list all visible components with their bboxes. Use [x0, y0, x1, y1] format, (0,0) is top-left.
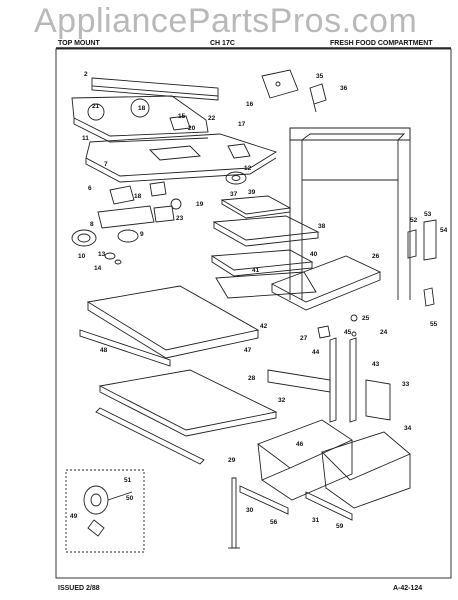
callout-43: 43 — [372, 361, 380, 368]
spring-rod-30 — [228, 477, 240, 549]
callout-7: 7 — [104, 161, 108, 168]
top-trim-rail — [91, 77, 219, 101]
light-assembly — [97, 181, 182, 229]
shelf-frame-38 — [212, 215, 320, 247]
callout-29: 29 — [228, 457, 236, 464]
small-parts — [317, 314, 358, 339]
callout-15: 15 — [178, 113, 186, 120]
callout-18b: 18 — [134, 193, 142, 200]
glass-shelf-39 — [220, 195, 292, 219]
callout-22: 22 — [208, 115, 216, 122]
diagram-frame — [55, 48, 452, 579]
crisper-drawer-46 — [257, 419, 353, 501]
air-duct-cover — [85, 133, 278, 183]
callout-38: 38 — [318, 223, 326, 230]
callout-18: 18 — [138, 105, 146, 112]
wire-shelf-26 — [270, 255, 382, 311]
callout-51: 51 — [124, 477, 132, 484]
wheel-inset — [65, 469, 145, 553]
glass-shelf-28 — [98, 369, 278, 437]
callout-55: 55 — [430, 321, 438, 328]
callout-8: 8 — [90, 221, 94, 228]
crisper-cover — [210, 249, 317, 299]
callout-48: 48 — [100, 347, 108, 354]
callout-36: 36 — [340, 85, 348, 92]
callout-42: 42 — [260, 323, 268, 330]
callout-25: 25 — [362, 315, 370, 322]
callout-11: 11 — [82, 135, 89, 142]
callout-35: 35 — [316, 73, 324, 80]
callout-labels: 2 35 36 21 18 15 16 22 20 17 11 7 12 39 … — [70, 71, 448, 530]
footer-issued: ISSUED 2/88 — [58, 585, 100, 592]
callout-30: 30 — [246, 507, 254, 514]
callout-41: 41 — [252, 267, 260, 274]
callout-16: 16 — [246, 101, 254, 108]
callout-46: 46 — [296, 441, 304, 448]
callout-17: 17 — [238, 121, 246, 128]
cabinet-liner — [289, 127, 411, 300]
slide-56 — [239, 485, 289, 515]
header-right: FRESH FOOD COMPARTMENT — [330, 40, 433, 47]
callout-37: 37 — [230, 191, 238, 198]
watermark: AppliancePartsPros.com — [34, 2, 418, 40]
thermostat-knob — [71, 229, 139, 265]
callout-19: 19 — [196, 201, 204, 208]
slide-31 — [305, 491, 353, 521]
header-left: TOP MOUNT — [58, 40, 100, 47]
callout-2: 2 — [84, 71, 88, 78]
callout-49: 49 — [70, 513, 78, 520]
callout-50: 50 — [126, 495, 134, 502]
keeper-rail-33 — [365, 379, 391, 421]
callout-53: 53 — [424, 211, 432, 218]
callout-28: 28 — [248, 375, 256, 382]
shelf-trim-48 — [79, 329, 171, 367]
keeper-rail-32 — [267, 369, 331, 393]
callout-59: 59 — [336, 523, 344, 530]
callout-33: 33 — [402, 381, 410, 388]
control-housing — [71, 95, 209, 143]
callout-6: 6 — [88, 185, 92, 192]
callout-24: 24 — [380, 329, 388, 336]
shelf-support-44 — [329, 337, 337, 423]
callout-54: 54 — [440, 227, 448, 234]
callout-45: 45 — [344, 329, 352, 336]
callout-31: 31 — [312, 517, 320, 524]
callout-26: 26 — [372, 253, 380, 260]
callout-21: 21 — [92, 103, 100, 110]
shelf-trim-29 — [95, 407, 205, 465]
callout-56: 56 — [270, 519, 278, 526]
header-middle: CH 17C — [210, 40, 235, 47]
callout-13: 13 — [98, 251, 106, 258]
callout-44: 44 — [312, 349, 320, 356]
callout-47: 47 — [244, 347, 252, 354]
callout-39: 39 — [248, 189, 256, 196]
callout-10: 10 — [78, 253, 86, 260]
callout-27: 27 — [300, 335, 308, 342]
bracket-35 — [261, 69, 299, 99]
shelf-support-45 — [349, 337, 357, 423]
callout-23: 23 — [176, 215, 184, 222]
fan-motor — [225, 171, 247, 185]
callout-20: 20 — [188, 125, 196, 132]
footer-code: A-42-124 — [393, 585, 423, 592]
callout-9: 9 — [140, 231, 144, 238]
callout-12: 12 — [244, 165, 252, 172]
callout-34: 34 — [404, 425, 412, 432]
callout-40: 40 — [310, 251, 318, 258]
wire-shelf-48 — [86, 285, 260, 359]
hinge-36 — [309, 83, 327, 113]
callout-14: 14 — [94, 265, 102, 272]
hinge-52-55 — [407, 219, 437, 307]
callout-52: 52 — [410, 217, 418, 224]
crisper-drawer-59 — [321, 431, 411, 509]
callout-32: 32 — [278, 397, 286, 404]
